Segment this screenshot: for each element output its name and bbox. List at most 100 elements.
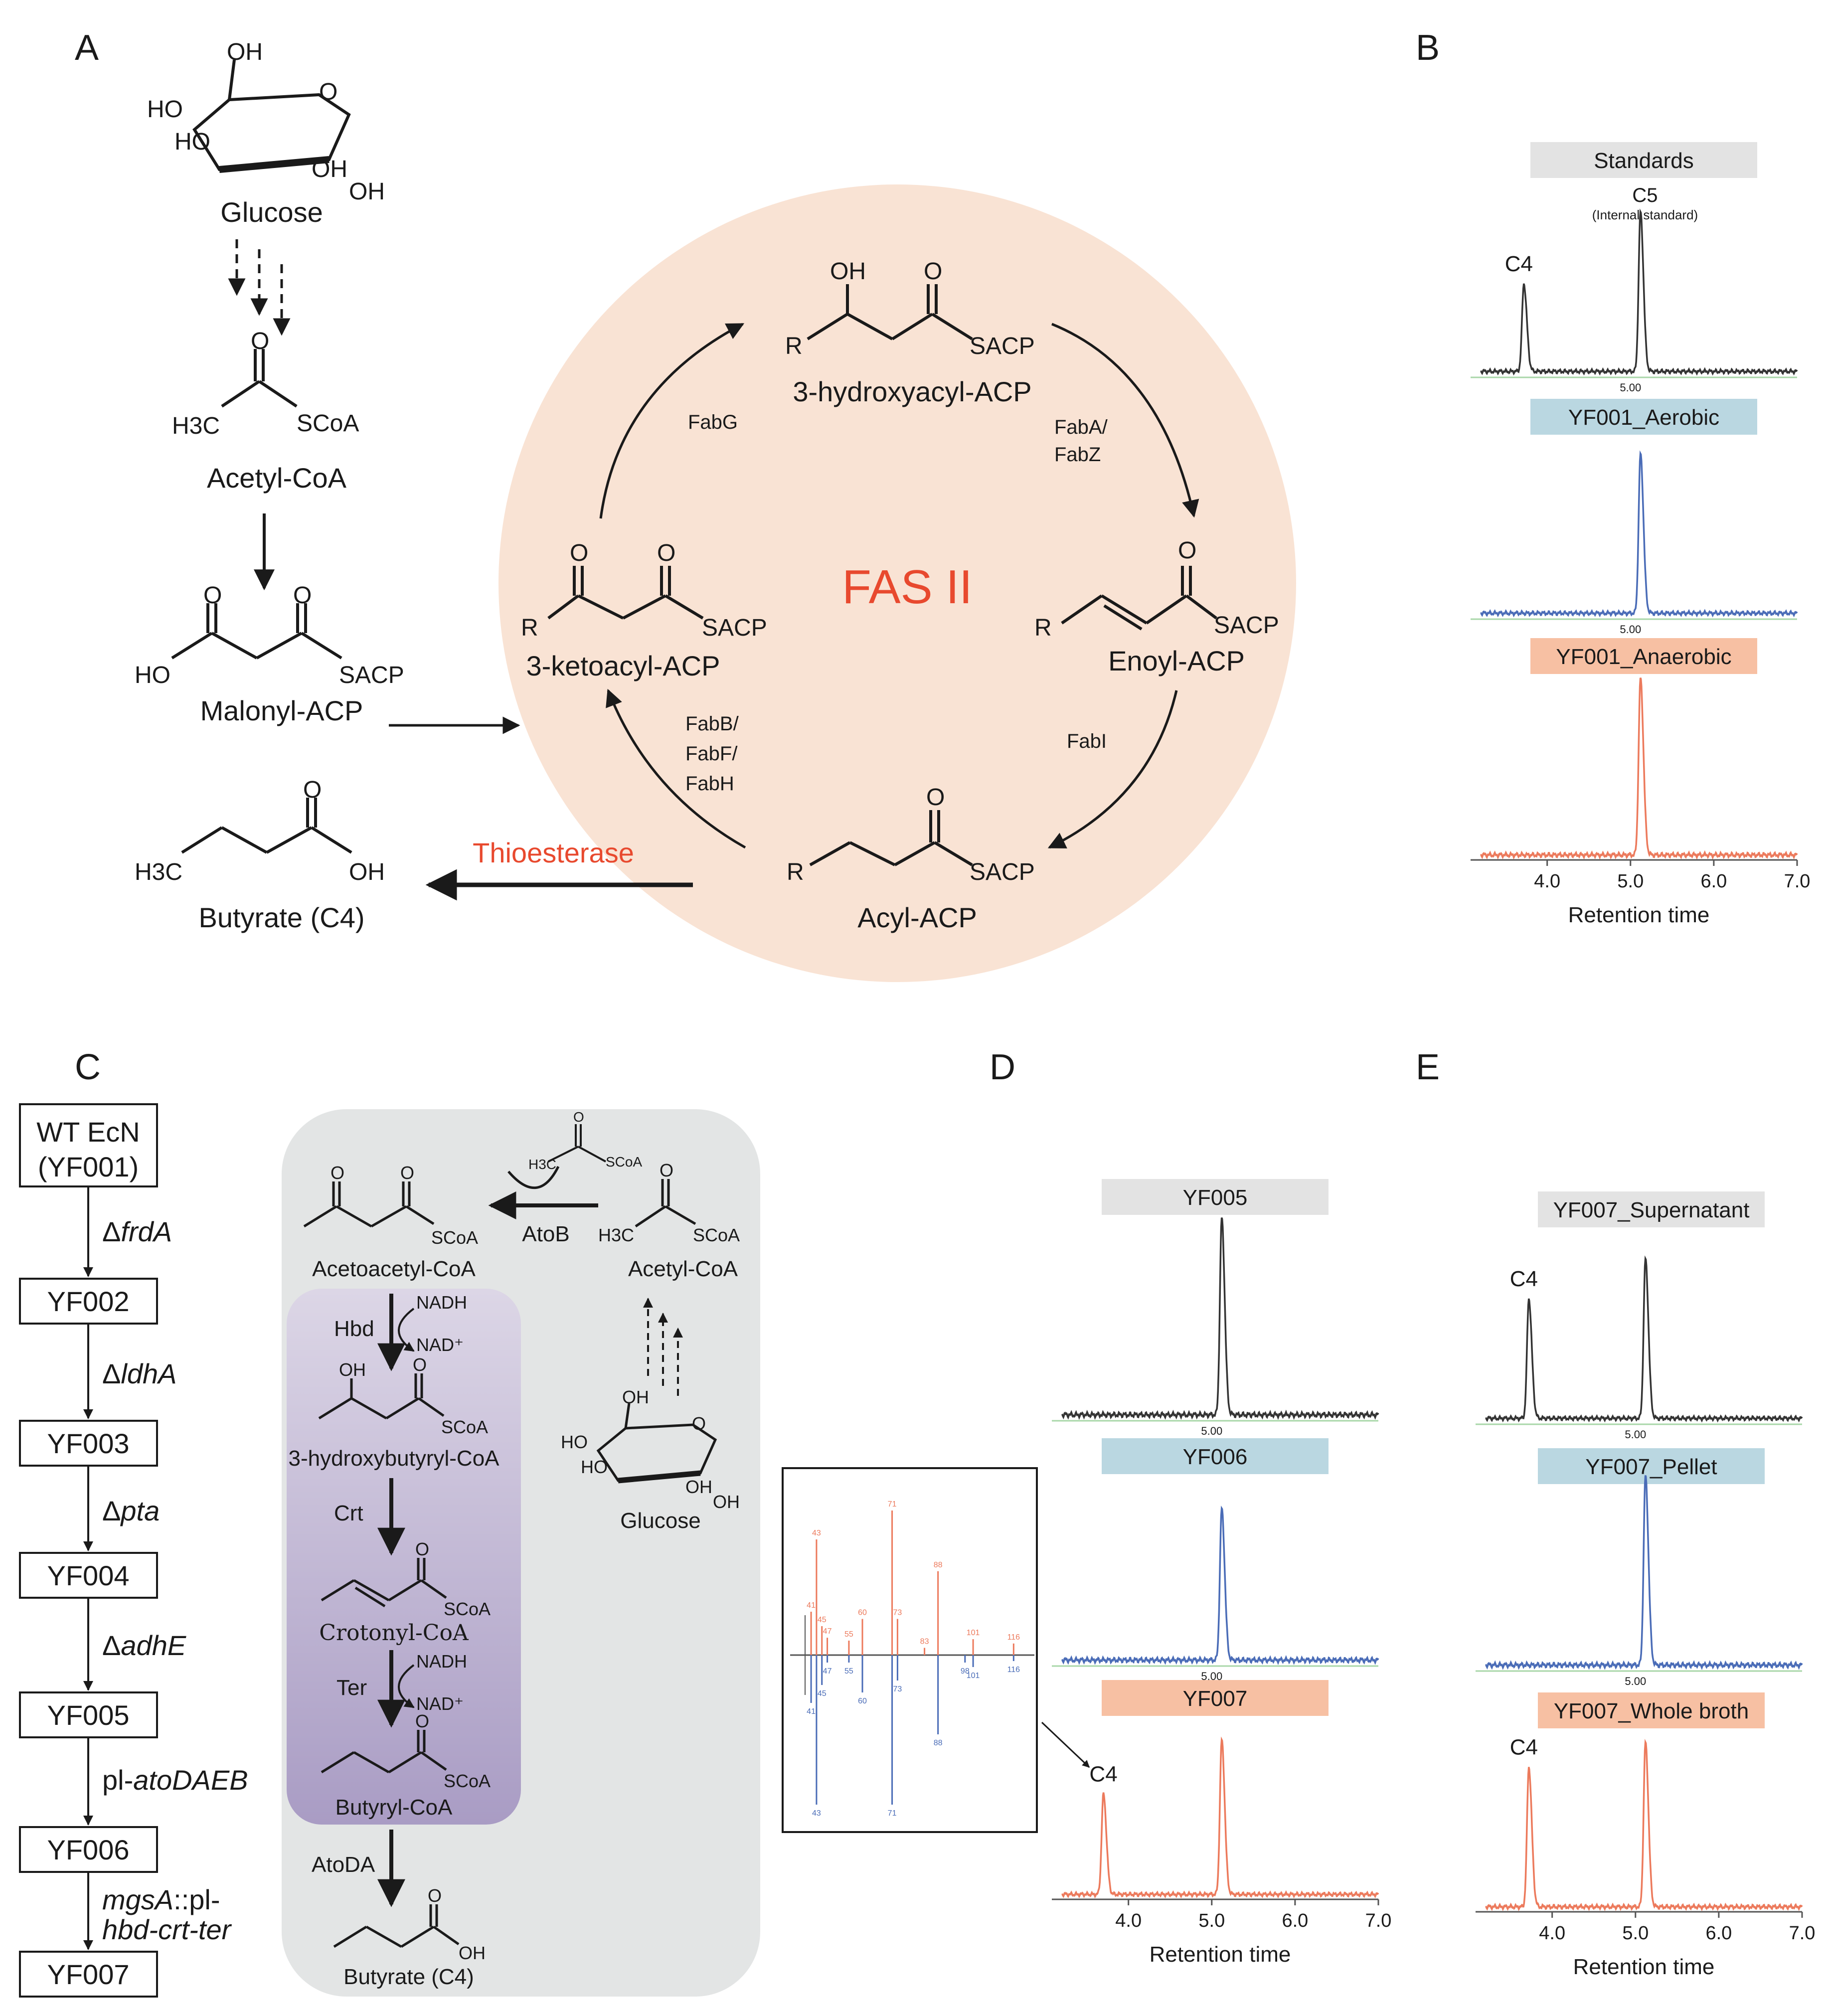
ms-peak-bottom-label: 116 — [1007, 1666, 1020, 1674]
ms-peak-top-label: 88 — [934, 1561, 943, 1569]
acetyl-scoa: SCoA — [297, 410, 359, 437]
acyl-r: R — [787, 859, 804, 885]
c5-label: C5 — [1632, 184, 1658, 206]
malonyl-sacp: SACP — [339, 662, 404, 688]
glucose-c-o: O — [692, 1413, 706, 1434]
ms-peak-bottom-label: 45 — [818, 1689, 827, 1698]
x-axis-label: Retention time — [1150, 1942, 1291, 1967]
ms-inset-frame — [782, 1467, 1038, 1833]
trace-title-bar — [1102, 1680, 1329, 1716]
ketoacyl-sacp: SACP — [702, 615, 767, 641]
trace-line — [1480, 208, 1798, 376]
x-tick-label: 4.0 — [1539, 1923, 1565, 1944]
enoyl-structure — [1061, 566, 1217, 631]
ms-peak-bottom-label: 98 — [961, 1667, 970, 1676]
trace-title: YF007_Supernatant — [1553, 1198, 1750, 1222]
ms-peak-top-label: 71 — [888, 1500, 897, 1509]
strain-box-yf004 — [19, 1552, 158, 1599]
fas2-circle — [498, 184, 1296, 982]
panel-label-e: E — [1416, 1047, 1440, 1087]
enoyl-label: Enoyl-ACP — [1108, 645, 1245, 676]
butyrate-c-label: Butyrate (C4) — [343, 1965, 474, 1989]
clostridial-module-box — [287, 1289, 521, 1825]
step-pta: Δpta — [102, 1495, 160, 1526]
peak-label: C4 — [1510, 1267, 1538, 1291]
atob-label: AtoB — [522, 1222, 569, 1246]
hydroxybutyryl-o: O — [413, 1354, 427, 1375]
enoyl-o: O — [1178, 537, 1196, 564]
ms-peak-top-label: 101 — [967, 1629, 980, 1637]
strain-yf007: YF007 — [47, 1959, 130, 1990]
butyrate-label-a: Butyrate (C4) — [199, 902, 365, 933]
hydroxyacyl-o: O — [924, 258, 942, 285]
butyrate-structure-c — [333, 1904, 460, 1948]
trace-title: YF001_Anaerobic — [1556, 645, 1731, 669]
hydroxybutyryl-label: 3-hydroxybutyryl-CoA — [288, 1446, 499, 1471]
acetyl-coa-structure-a — [221, 349, 298, 408]
ms-peak-bottom-label: 43 — [812, 1809, 821, 1818]
glucose-to-acetyl-dashed — [643, 1298, 683, 1396]
malonyl-o2: O — [293, 582, 312, 609]
enzyme-fabb: FabB/ — [685, 713, 739, 735]
ms-peak-top-label: 45 — [818, 1616, 827, 1624]
acetyl-right-o: O — [660, 1160, 673, 1180]
strain-yf001-line1: WT EcN — [36, 1116, 140, 1148]
glucose-ho1: HO — [147, 96, 183, 123]
acetoacetyl-o2: O — [400, 1163, 414, 1183]
butyrate-c-oh: OH — [459, 1943, 486, 1963]
acetyl-right-structure — [635, 1179, 696, 1228]
glucose-to-acetyl-arrows — [228, 239, 291, 336]
trace-title-bar — [1102, 1179, 1329, 1215]
peak-label: C4 — [1089, 1762, 1117, 1787]
acyl-structure — [809, 810, 973, 866]
trace-mid-tick: 5.00 — [1620, 381, 1641, 394]
trace-mid-tick: 5.00 — [1201, 1425, 1222, 1437]
enzyme-fabf: FabF/ — [685, 743, 738, 765]
malonyl-ho: HO — [135, 662, 170, 688]
hbd-cofactor-arc — [398, 1308, 415, 1352]
acetoacetyl-structure — [303, 1181, 435, 1228]
ms-peak-top-label: 43 — [812, 1529, 821, 1537]
butyryl-structure — [321, 1730, 447, 1774]
step-atodaeb: pl-atoDAEB — [102, 1764, 248, 1796]
enzyme-fabz: FabZ — [1054, 444, 1101, 466]
trace-title: Standards — [1594, 149, 1694, 173]
trace-line — [1485, 1255, 1803, 1423]
glucose-oh3: OH — [312, 156, 347, 182]
trace-mid-tick: 5.00 — [1625, 1428, 1646, 1441]
acyl-sacp: SACP — [970, 859, 1035, 885]
butyryl-o: O — [415, 1711, 429, 1731]
enzyme-fabi: FabI — [1067, 730, 1107, 752]
ms-peak-bottom-label: 73 — [893, 1685, 902, 1693]
crotonyl-structure — [321, 1558, 447, 1608]
ms-peak-bottom-label: 60 — [858, 1697, 867, 1705]
acetyl-top-h3c: H3C — [528, 1157, 556, 1172]
trace-title: YF001_Aerobic — [1568, 405, 1719, 430]
panel-label-b: B — [1416, 28, 1440, 68]
strain-box-yf007 — [19, 1951, 158, 1998]
crotonyl-scoa: SCoA — [444, 1599, 491, 1619]
hbd-label: Hbd — [334, 1317, 374, 1341]
strain-yf002: YF002 — [47, 1286, 130, 1317]
crt-label: Crt — [334, 1501, 363, 1525]
panel-label-a: A — [75, 28, 99, 68]
acetoacetyl-label: Acetoacetyl-CoA — [312, 1257, 476, 1281]
peak-label: C4 — [1510, 1735, 1538, 1760]
acetoacetyl-o1: O — [331, 1163, 344, 1183]
trace-line — [1061, 1736, 1379, 1899]
step-ldha: ΔldhA — [102, 1358, 177, 1389]
trace-title: YF006 — [1183, 1445, 1248, 1469]
strain-lineage: WT EcN (YF001) YF002 YF003 YF004 YF005 Y… — [19, 1103, 248, 1998]
trace-line — [1480, 450, 1798, 618]
crotonyl-label: Crotonyl-CoA — [319, 1620, 469, 1646]
x-tick-label: 6.0 — [1705, 1923, 1732, 1944]
strain-box-yf005 — [19, 1691, 158, 1738]
ms-peak-top-label: 116 — [1007, 1633, 1020, 1642]
strain-yf001-line2: (YF001) — [38, 1151, 139, 1182]
strain-yf005: YF005 — [47, 1699, 130, 1731]
butyryl-label: Butyryl-CoA — [335, 1795, 453, 1820]
x-tick-label: 5.0 — [1617, 871, 1644, 892]
x-tick-label: 5.0 — [1198, 1910, 1225, 1931]
